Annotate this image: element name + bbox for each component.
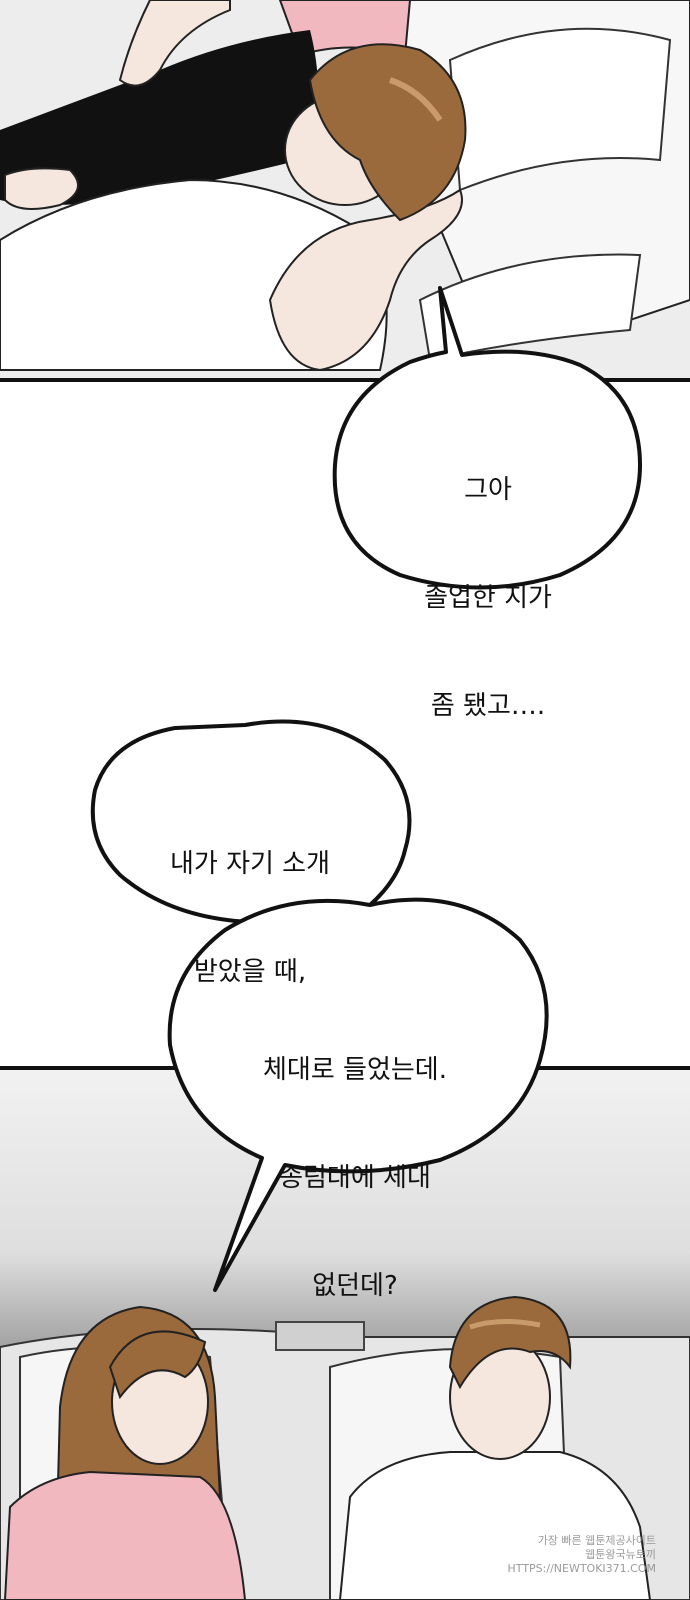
bubble-line: 받았을 때, bbox=[193, 957, 307, 987]
watermark-line3: HTTPS://NEWTOKI371.COM bbox=[507, 1562, 656, 1575]
bubble-line: 그아 bbox=[464, 475, 512, 505]
top-panel-border bbox=[0, 378, 690, 382]
bubble-line: 체대로 들었는데. bbox=[263, 1055, 447, 1085]
bubble-line: 없던데? bbox=[312, 1271, 398, 1301]
bubble-text-middle-right: 체대로 들었는데. 송림대에 체대 없던데? bbox=[205, 980, 505, 1340]
watermark: 가장 빠른 웹툰제공사이트 웹툰왕국뉴토끼 HTTPS://NEWTOKI371… bbox=[508, 1534, 656, 1576]
top-panel bbox=[0, 0, 690, 380]
bubble-line: 내가 자기 소개 bbox=[169, 849, 331, 879]
bubble-line: 졸업한 지가 bbox=[424, 583, 552, 613]
bubble-text-top-right: 그아 졸업한 지가 좀 됐고…. bbox=[388, 400, 588, 760]
bubble-text-middle-left: 내가 자기 소개 받았을 때, bbox=[130, 774, 370, 1026]
watermark-line1: 가장 빠른 웹툰제공사이트 bbox=[537, 1534, 656, 1547]
bottom-panel-illustration bbox=[0, 1067, 690, 1600]
top-panel-illustration bbox=[0, 0, 690, 380]
bubble-line: 송림대에 체대 bbox=[279, 1163, 431, 1193]
watermark-line2: 웹툰왕국뉴토끼 bbox=[585, 1548, 656, 1561]
bubble-line: 좀 됐고…. bbox=[430, 691, 546, 721]
bottom-panel: 가장 빠른 웹툰제공사이트 웹툰왕국뉴토끼 HTTPS://NEWTOKI371… bbox=[0, 1067, 690, 1600]
